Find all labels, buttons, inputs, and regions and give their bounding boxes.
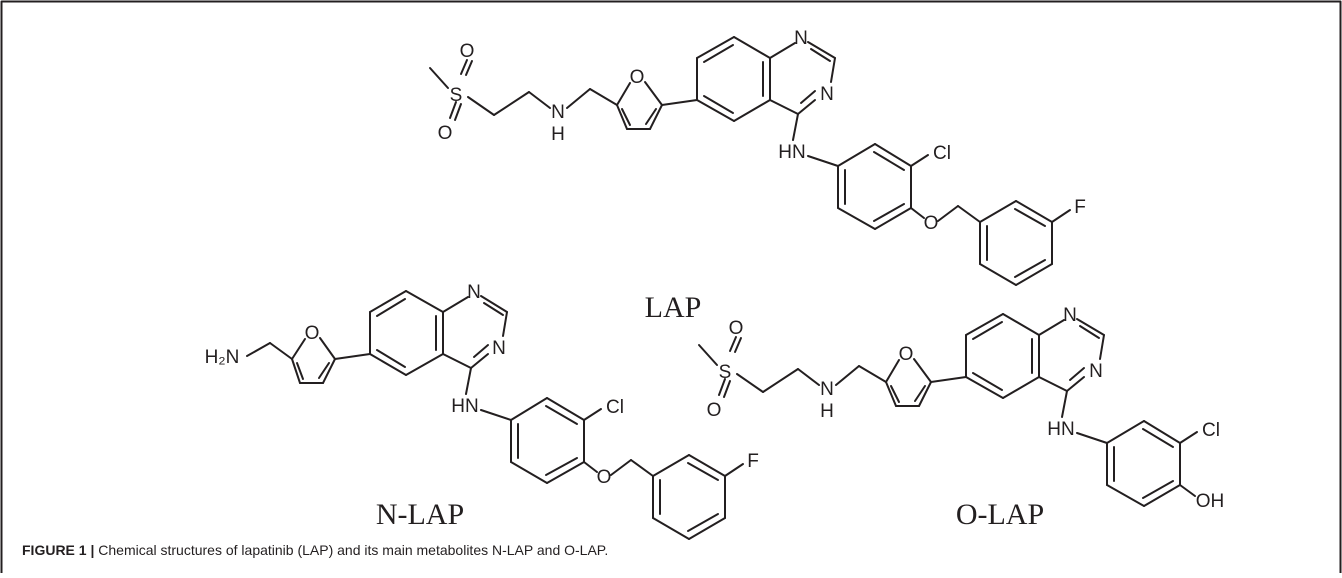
atom-label: O <box>630 67 645 88</box>
atom-label: O <box>438 123 453 144</box>
molecule-o-lap: O O S N H O N N HN Cl OH O-LAP <box>698 305 1225 531</box>
atom-label: O <box>924 213 939 234</box>
atom-label: N <box>1089 361 1103 382</box>
figure-caption: FIGURE 1 | Chemical structures of lapati… <box>22 542 608 558</box>
atom-label: H <box>551 124 565 145</box>
atom-label: N <box>1063 305 1077 326</box>
atom-label: O <box>707 400 722 421</box>
molecule-name: N-LAP <box>376 498 464 531</box>
atom-label: N <box>467 282 481 303</box>
figure-caption-text: Chemical structures of lapatinib (LAP) a… <box>98 542 609 558</box>
atom-label: F <box>747 451 759 472</box>
atom-label: N <box>820 84 834 105</box>
atom-label: Cl <box>933 143 951 164</box>
atom-label: O <box>899 344 914 365</box>
molecule-name: LAP <box>645 291 702 324</box>
atom-label: N <box>794 28 808 49</box>
atom-label: N <box>551 102 565 123</box>
atom-label: O <box>305 323 320 344</box>
atom-label: H <box>820 401 834 422</box>
atom-label: HN <box>1047 419 1074 440</box>
atom-label: N <box>820 379 834 400</box>
atom-label: HN <box>778 142 805 163</box>
molecule-n-lap: H₂N O N N HN Cl O F N-LAP <box>205 282 759 540</box>
atom-label: O <box>460 41 475 62</box>
molecule-lap: O O S N H O N N HN Cl O F LAP <box>429 28 1086 324</box>
atom-label: H₂N <box>205 347 240 368</box>
atom-label: HN <box>451 396 478 417</box>
atom-label: O <box>597 467 612 488</box>
atom-label: S <box>450 85 463 106</box>
atom-label: Cl <box>1202 420 1220 441</box>
atom-label: Cl <box>606 397 624 418</box>
atom-label: OH <box>1196 491 1225 512</box>
atom-label: S <box>719 362 732 383</box>
molecule-name: O-LAP <box>956 498 1044 531</box>
atom-label: F <box>1074 197 1086 218</box>
atom-label: N <box>492 338 506 359</box>
atom-label: O <box>729 318 744 339</box>
figure-label: FIGURE 1 | <box>22 542 95 558</box>
